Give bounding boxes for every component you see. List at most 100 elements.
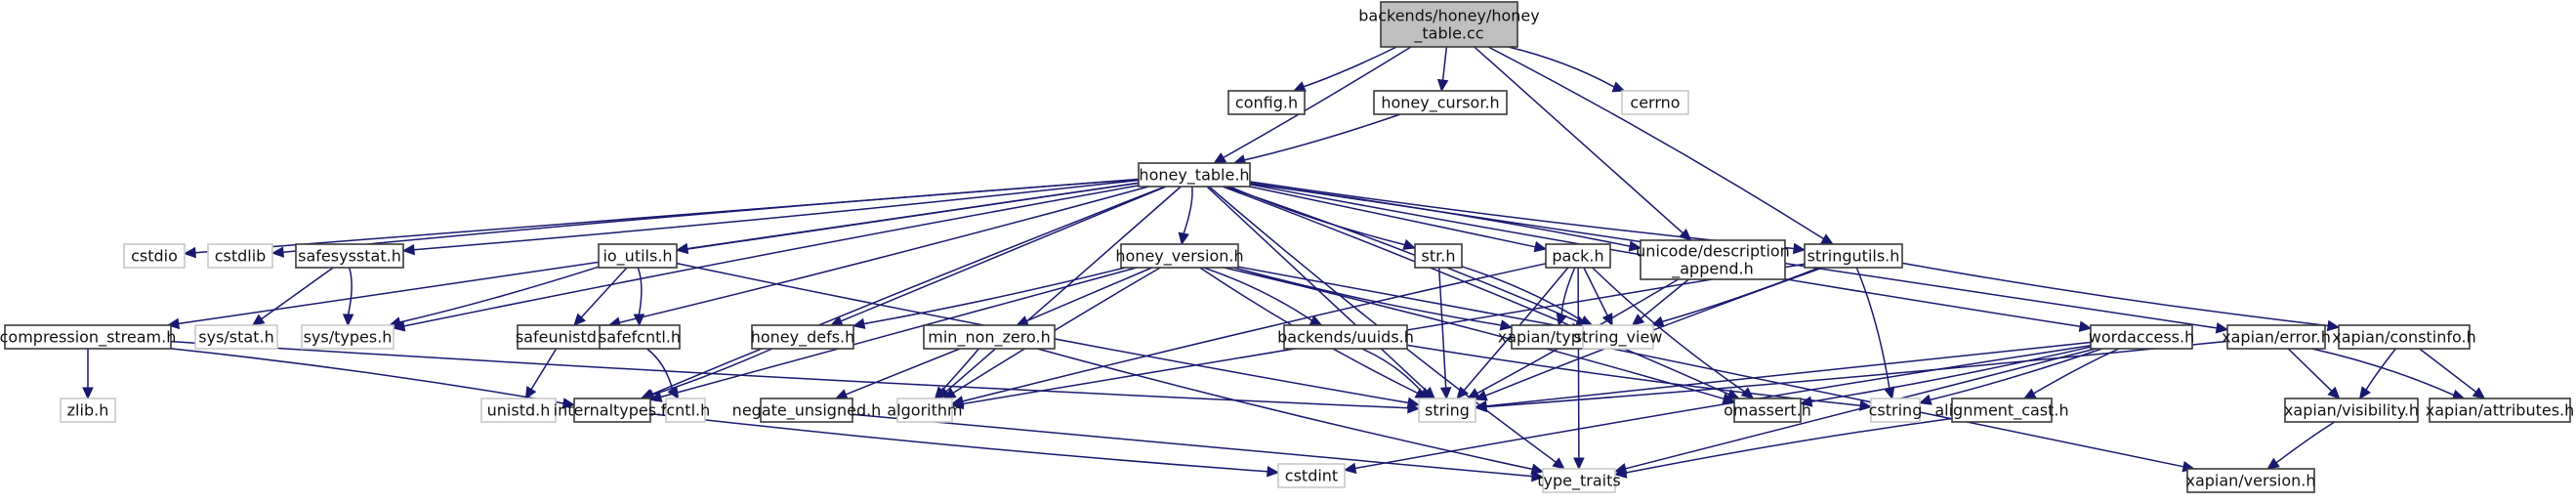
node-box bbox=[1640, 239, 1786, 280]
node-label: type_traits bbox=[1537, 472, 1620, 491]
node-label: negate_unsigned.h bbox=[732, 401, 882, 421]
arrowhead-icon bbox=[342, 314, 354, 327]
edge-line bbox=[1203, 267, 1312, 321]
node-honey-version[interactable]: honey_version.h bbox=[1115, 243, 1244, 269]
node-safesysstat[interactable]: safesysstat.h bbox=[295, 243, 404, 269]
edge-compression_stream-to-internaltypes bbox=[170, 348, 576, 409]
arrowhead-icon bbox=[573, 313, 587, 326]
node-xapian-constinfo[interactable]: xapian/constinfo.h bbox=[2332, 324, 2476, 350]
edge-safesysstat-to-sys_types bbox=[342, 267, 354, 327]
arrowhead-icon bbox=[1267, 465, 1280, 478]
arrowhead-icon bbox=[2215, 322, 2229, 334]
arrowhead-icon bbox=[2266, 457, 2280, 470]
node-label: fcntl.h bbox=[661, 401, 711, 420]
node-box bbox=[1733, 398, 1802, 423]
node-box bbox=[60, 398, 116, 423]
node-honey-cursor[interactable]: honey_cursor.h bbox=[1373, 90, 1508, 115]
edge-line bbox=[170, 340, 1409, 409]
edge-io_utils-to-safefcntl bbox=[633, 267, 645, 327]
node-box bbox=[1951, 398, 2053, 423]
node-config[interactable]: config.h bbox=[1227, 90, 1306, 115]
edge-line bbox=[945, 186, 1182, 393]
edge-line bbox=[619, 186, 1149, 324]
node-box bbox=[923, 324, 1056, 350]
node-box bbox=[4, 324, 172, 350]
edge-safeunistd-to-unistd bbox=[524, 348, 558, 400]
node-box bbox=[1120, 243, 1239, 269]
node-unicode-desc[interactable]: unicode/description_append.h bbox=[1636, 239, 1790, 280]
node-wordaccess[interactable]: wordaccess.h bbox=[2089, 324, 2194, 350]
edge-line bbox=[170, 348, 564, 404]
node-alignment-cast[interactable]: alignment_cast.h bbox=[1934, 398, 2069, 423]
edge-pack-to-omassert bbox=[1592, 267, 1755, 399]
node-label: string_view bbox=[1574, 328, 1663, 348]
arrowhead-icon bbox=[834, 389, 849, 400]
edge-line bbox=[1223, 46, 1412, 159]
node-xapian-attributes[interactable]: xapian/attributes.h bbox=[2426, 398, 2575, 423]
edge-honey_version-to-honey_defs bbox=[852, 267, 1126, 330]
edge-line bbox=[1487, 46, 1824, 240]
node-pack[interactable]: pack.h bbox=[1545, 243, 1611, 269]
edge-line bbox=[1625, 348, 2097, 470]
node-internaltypes[interactable]: internaltypes.h bbox=[554, 398, 672, 423]
node-honey-defs[interactable]: honey_defs.h bbox=[751, 324, 855, 350]
node-label: backends/uuids.h bbox=[1277, 328, 1414, 347]
node-box bbox=[896, 398, 953, 423]
node-label: cstdio bbox=[131, 247, 178, 266]
node-omassert[interactable]: omassert.h bbox=[1724, 398, 1811, 423]
arrowhead-icon bbox=[1474, 400, 1487, 413]
node-honey-table[interactable]: honey_table.h bbox=[1138, 162, 1251, 188]
node-negate-unsigned[interactable]: negate_unsigned.h bbox=[732, 398, 882, 423]
node-label: xapian/attributes.h bbox=[2426, 401, 2575, 420]
edge-line bbox=[2365, 348, 2396, 391]
arrowhead-icon bbox=[561, 398, 576, 409]
node-label: honey_table.h bbox=[1139, 166, 1249, 186]
node-root[interactable]: backends/honey/honey_table.cc bbox=[1358, 1, 1540, 48]
node-xapian-version[interactable]: xapian/version.h bbox=[2185, 468, 2316, 493]
node-safefcntl[interactable]: safefcntl.h bbox=[599, 324, 681, 350]
node-cstring: cstring bbox=[1869, 398, 1922, 423]
arrowhead-icon bbox=[1292, 81, 1307, 92]
edge-line bbox=[580, 267, 628, 318]
node-xapian-error[interactable]: xapian/error.h bbox=[2222, 324, 2331, 350]
node-compression-stream[interactable]: compression_stream.h bbox=[0, 324, 176, 350]
node-box bbox=[2284, 398, 2419, 423]
arrowhead-icon bbox=[852, 317, 866, 330]
edge-line bbox=[1249, 186, 1536, 248]
node-xapian-visibility[interactable]: xapian/visibility.h bbox=[2284, 398, 2419, 423]
node-safeunistd[interactable]: safeunistd.h bbox=[516, 324, 611, 350]
edge-line bbox=[282, 179, 1140, 254]
arrowhead-icon bbox=[950, 398, 965, 410]
node-backends-uuids[interactable]: backends/uuids.h bbox=[1277, 324, 1414, 350]
edge-line bbox=[1461, 266, 1583, 322]
node-stringutils[interactable]: stringutils.h bbox=[1804, 243, 1903, 269]
node-str[interactable]: str.h bbox=[1414, 243, 1463, 269]
edge-line bbox=[1901, 262, 2329, 327]
nodes-layer: backends/honey/honey_table.cc config.h hon… bbox=[0, 1, 2575, 493]
edge-line bbox=[962, 263, 1547, 402]
node-min-non-zero[interactable]: min_non_zero.h bbox=[923, 324, 1056, 350]
node-label: cstdint bbox=[1285, 467, 1338, 485]
node-box bbox=[1414, 243, 1463, 269]
node-box bbox=[2090, 324, 2193, 350]
edge-line bbox=[413, 179, 1140, 251]
arrowhead-icon bbox=[1456, 386, 1470, 399]
arrowhead-icon bbox=[1474, 390, 1488, 401]
arrowhead-icon bbox=[2358, 386, 2372, 399]
edge-line bbox=[1303, 46, 1397, 88]
edge-line bbox=[650, 186, 1166, 396]
node-label: compression_stream.h bbox=[0, 328, 176, 348]
node-io-utils[interactable]: io_utils.h bbox=[598, 243, 678, 269]
arrowhead-icon bbox=[1531, 470, 1545, 482]
edge-line bbox=[941, 348, 979, 392]
node-box bbox=[2186, 468, 2315, 493]
node-label: safeunistd.h bbox=[516, 328, 611, 347]
node-label: backends/honey/honey bbox=[1358, 7, 1539, 25]
node-cerrno: cerrno bbox=[1621, 90, 1689, 115]
edge-line bbox=[399, 266, 600, 323]
edge-line bbox=[347, 267, 353, 315]
edge-line bbox=[1026, 267, 1153, 322]
edge-compression_stream-to-string bbox=[170, 340, 1421, 414]
edge-stringutils-to-string_view bbox=[1650, 267, 1820, 327]
edge-line bbox=[840, 186, 1167, 322]
